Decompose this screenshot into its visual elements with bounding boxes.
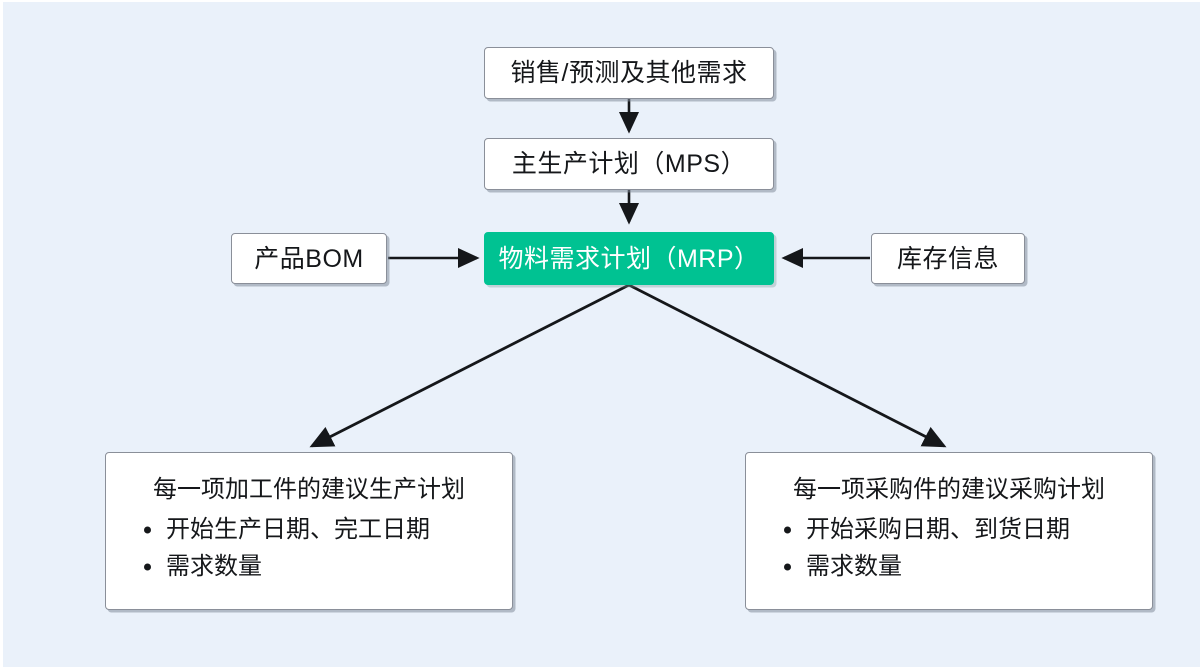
node-master-production-schedule-label: 主生产计划（MPS） bbox=[511, 150, 747, 178]
bullet-icon bbox=[784, 563, 791, 571]
node-sales-forecast-demand[interactable]: 销售/预测及其他需求 bbox=[484, 47, 774, 99]
node-suggested-purchase-plan-title: 每一项采购件的建议采购计划 bbox=[793, 476, 1105, 503]
edge-mrp-to-purchase-plan bbox=[628, 283, 947, 448]
node-material-requirements-planning-label: 物料需求计划（MRP） bbox=[498, 244, 760, 273]
list-item: 开始采购日期、到货日期 bbox=[782, 511, 1134, 548]
list-item: 需求数量 bbox=[782, 548, 1134, 585]
node-inventory-information-label: 库存信息 bbox=[896, 244, 999, 273]
node-suggested-production-plan-title: 每一项加工件的建议生产计划 bbox=[153, 476, 465, 503]
list-item-label: 开始采购日期、到货日期 bbox=[806, 516, 1070, 543]
node-suggested-production-plan-items: 开始生产日期、完工日期 需求数量 bbox=[124, 511, 494, 585]
canvas-top-margin bbox=[0, 0, 1200, 2]
node-product-bom[interactable]: 产品BOM bbox=[231, 233, 387, 284]
list-item: 需求数量 bbox=[142, 548, 494, 585]
canvas-left-margin bbox=[0, 0, 3, 667]
node-product-bom-label: 产品BOM bbox=[254, 244, 364, 273]
edge-mrp-to-production-plan bbox=[309, 283, 630, 448]
node-master-production-schedule[interactable]: 主生产计划（MPS） bbox=[484, 138, 774, 190]
list-item-label: 需求数量 bbox=[806, 553, 902, 581]
bullet-icon bbox=[784, 526, 791, 534]
node-material-requirements-planning[interactable]: 物料需求计划（MRP） bbox=[484, 232, 774, 285]
node-suggested-production-plan[interactable]: 每一项加工件的建议生产计划 开始生产日期、完工日期 需求数量 bbox=[105, 452, 513, 610]
node-sales-forecast-demand-label: 销售/预测及其他需求 bbox=[510, 59, 748, 87]
bullet-icon bbox=[144, 526, 151, 534]
list-item: 开始生产日期、完工日期 bbox=[142, 511, 494, 548]
bullet-icon bbox=[144, 563, 151, 571]
list-item-label: 需求数量 bbox=[166, 553, 262, 581]
node-suggested-purchase-plan-items: 开始采购日期、到货日期 需求数量 bbox=[764, 511, 1134, 585]
node-inventory-information[interactable]: 库存信息 bbox=[871, 233, 1025, 284]
list-item-label: 开始生产日期、完工日期 bbox=[166, 516, 430, 543]
node-suggested-purchase-plan[interactable]: 每一项采购件的建议采购计划 开始采购日期、到货日期 需求数量 bbox=[745, 452, 1153, 610]
